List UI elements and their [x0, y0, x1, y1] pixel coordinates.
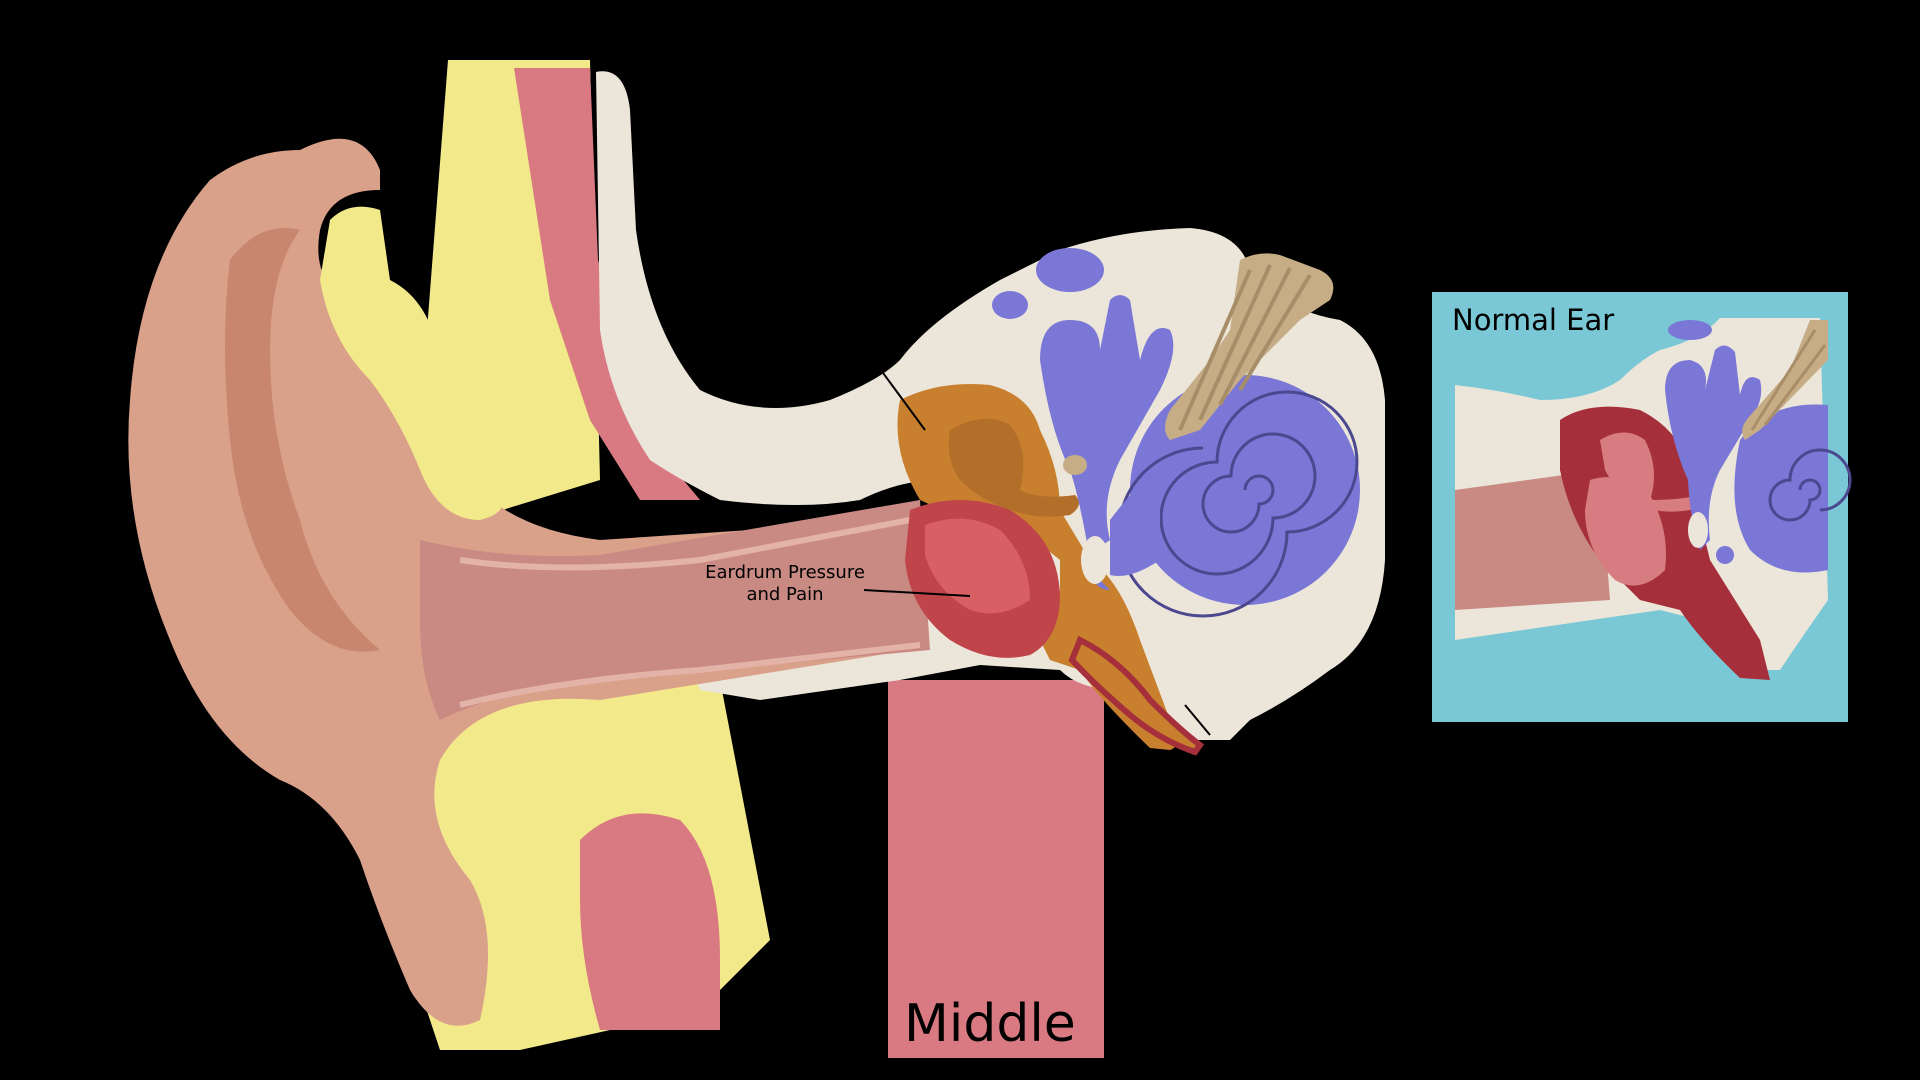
ear-canal-lower-edge	[459, 642, 921, 708]
pointer-line-eustachian	[1184, 704, 1211, 736]
pointer-line-eardrum	[863, 589, 971, 597]
eardrum-pressure-label: Eardrum Pressure and Pain	[690, 562, 880, 606]
inset-semicircular-canals	[1665, 345, 1762, 550]
pointer-line-middle-ear	[874, 361, 926, 431]
middle-ear-label: Middle	[904, 994, 1076, 1054]
muscle-lower-blob	[580, 813, 720, 1030]
ear-canal-highlight	[459, 517, 911, 571]
eustachian-tube	[1068, 635, 1205, 756]
eardrum-highlight	[925, 518, 1030, 614]
normal-ear-inset	[1432, 292, 1852, 722]
inset-inner-ear-bump	[1668, 320, 1712, 340]
auricle-cartilage	[320, 206, 503, 520]
cochlea-stem	[1110, 470, 1160, 576]
middle-region-column	[888, 680, 1104, 1058]
muscle-upper-stripe	[514, 68, 700, 500]
eardrum-label-line1: Eardrum Pressure	[705, 562, 865, 583]
semicircular-canals	[1040, 295, 1174, 590]
inset-cochlea	[1734, 404, 1828, 573]
oval-window	[1063, 455, 1087, 475]
ear-canal	[420, 500, 930, 720]
inset-oval-window	[1716, 546, 1734, 564]
normal-ear-title: Normal Ear	[1452, 303, 1615, 337]
inset-cochlea-spiral	[1768, 448, 1852, 522]
inner-ear-bump-left	[992, 291, 1028, 319]
auditory-nerve-strands	[1178, 264, 1312, 431]
round-window	[1081, 536, 1109, 584]
ossicles	[948, 418, 1079, 517]
inset-nerve-strands	[1750, 329, 1827, 431]
auricle-helix-fold	[225, 228, 380, 652]
inset-round-window	[1688, 512, 1708, 548]
inner-ear-bump-top	[1036, 248, 1104, 292]
eardrum-label-line2: and Pain	[746, 584, 824, 605]
cochlea-spiral	[1117, 390, 1359, 618]
inset-ossicles	[1600, 432, 1702, 512]
